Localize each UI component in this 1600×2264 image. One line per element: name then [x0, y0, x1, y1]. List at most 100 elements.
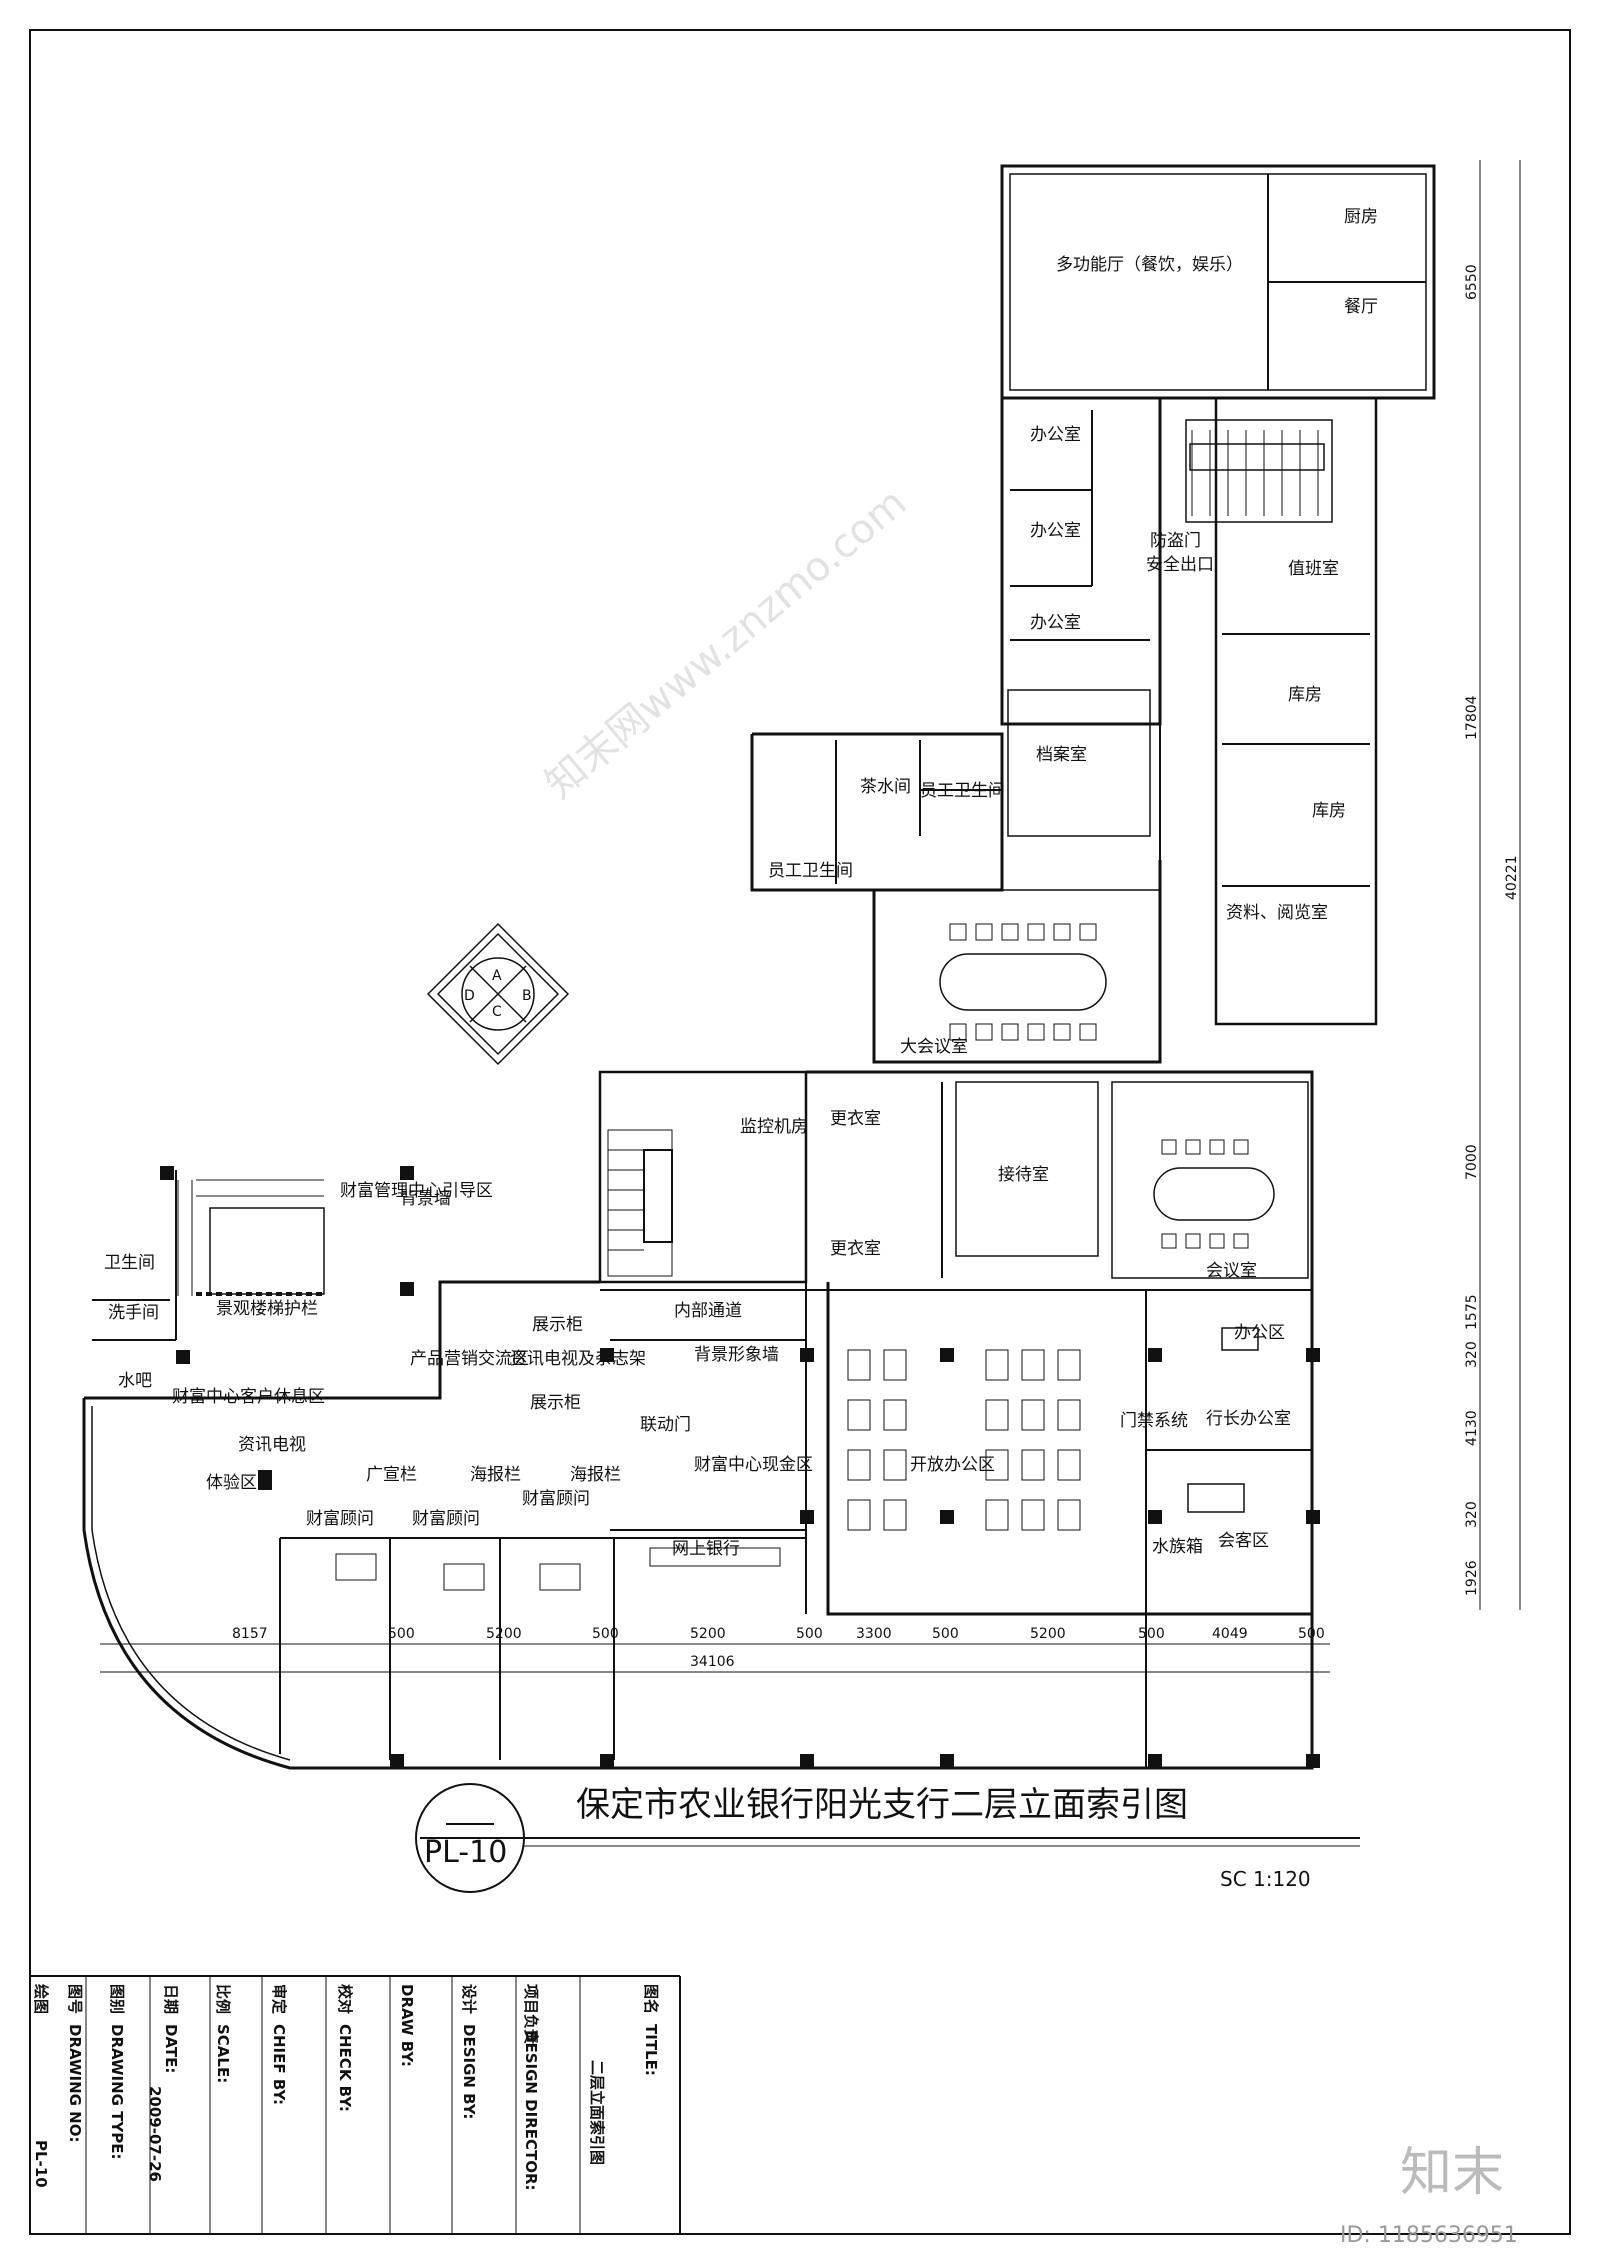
label-cash-area: 财富中心现金区: [694, 1455, 813, 1475]
dim-right-labels: 6550 17804 7000 1575 320 4130 320 1926 4…: [1464, 264, 1520, 1596]
label-meeting: 会议室: [1206, 1261, 1257, 1281]
label-experience-area: 体验区: [206, 1473, 257, 1493]
label-product-area: 产品营销交流区: [410, 1349, 529, 1369]
tb-title-en: TITLE:: [642, 2024, 660, 2076]
dim-b-0: 8157: [232, 1626, 268, 1642]
tb-draw-en: DRAW BY:: [398, 1984, 416, 2067]
structural-columns: [160, 1166, 1320, 1768]
label-washroom: 洗手间: [108, 1303, 159, 1323]
tb-draw-cn: 绘图: [32, 1984, 50, 2014]
compass-symbol: [426, 922, 570, 1066]
label-stair-rail: 景观楼梯护栏: [216, 1299, 318, 1319]
chairs: [949, 923, 1249, 1249]
dim-r-5: 4130: [1464, 1410, 1480, 1446]
dim-b-4: 5200: [690, 1626, 726, 1642]
dim-b-11: 500: [1298, 1626, 1325, 1642]
tb-drawing-no-cn: 图号: [66, 1984, 84, 2014]
sheet-border: [29, 29, 1571, 2235]
tb-design-en: DESIGN BY:: [460, 2024, 478, 2119]
label-storage-1: 库房: [1288, 685, 1322, 705]
compass-label-d: D: [464, 988, 475, 1004]
label-access-control: 门禁系统: [1120, 1411, 1188, 1431]
label-reading-room: 资料、阅览室: [1226, 903, 1328, 923]
interior-partitions: [92, 174, 1426, 1768]
label-wc: 卫生间: [104, 1253, 155, 1273]
dim-bottom-labels: 8157 500 5200 500 5200 500 3300 500 5200…: [232, 1626, 1325, 1670]
watermark-id: ID: 1185636951: [1340, 2223, 1518, 2248]
label-water-bar: 水吧: [118, 1371, 152, 1391]
tb-chief-cn: 审定: [270, 1984, 288, 2014]
label-bg-wall: 背景形象墙: [694, 1345, 779, 1365]
tb-director-cn: 项目负责: [522, 1984, 540, 2044]
label-poster-1: 海报栏: [470, 1465, 521, 1485]
room-labels: 多功能厅（餐饮，娱乐） 厨房 餐厅 办公室 办公室 办公室 防盗门 安全出口 值…: [104, 207, 1378, 1559]
dim-b-1: 500: [388, 1626, 415, 1642]
label-guest-area: 会客区: [1218, 1531, 1269, 1551]
label-big-meeting: 大会议室: [900, 1037, 968, 1057]
label-office-1: 办公室: [1030, 425, 1081, 445]
label-changing-1: 更衣室: [830, 1109, 881, 1129]
title-block-frame: [30, 1975, 681, 2234]
tb-check-cn: 校对: [336, 1984, 354, 2014]
label-dining: 餐厅: [1344, 297, 1378, 317]
label-info-tv-rack: 资讯电视及杂志架: [510, 1349, 646, 1369]
tb-drawing-no-val: PL-10: [32, 2140, 50, 2188]
label-info-tv: 资讯电视: [238, 1435, 306, 1455]
title-block-text: 图号 DRAWING NO: PL-10 图别 DRAWING TYPE: 日期…: [32, 1984, 660, 2191]
dim-r-6: 320: [1464, 1501, 1480, 1528]
compass-label-a: A: [492, 968, 502, 984]
label-safety-exit: 安全出口: [1146, 555, 1214, 575]
stairs: [177, 430, 1319, 1296]
watermark-site: 知末网www.znzmo.com: [537, 480, 915, 808]
tb-design-cn: 设计: [460, 1984, 478, 2014]
tb-drawing-no-en: DRAWING NO:: [66, 2024, 84, 2142]
label-ad-column: 广宣栏: [366, 1465, 417, 1485]
wall-outlines: [82, 164, 1436, 1770]
label-monitor-room: 监控机房: [740, 1117, 808, 1137]
tb-title-cn: 图名: [642, 1984, 660, 2014]
tb-date-val: 2009-07-26: [146, 2086, 164, 2182]
tb-chief-en: CHIEF BY:: [270, 2024, 288, 2105]
dim-b-9: 500: [1138, 1626, 1165, 1642]
label-wealth-consult-3: 财富顾问: [522, 1489, 590, 1509]
label-office-2: 办公室: [1030, 521, 1081, 541]
dim-r-3: 1575: [1464, 1294, 1480, 1330]
tb-date-cn: 日期: [162, 1984, 180, 2014]
label-online-bank: 网上银行: [672, 1539, 740, 1559]
tb-type-en: DRAWING TYPE:: [108, 2024, 126, 2159]
dim-b-total: 34106: [690, 1654, 735, 1670]
label-office-3: 办公室: [1030, 613, 1081, 633]
dim-b-3: 500: [592, 1626, 619, 1642]
drawing-code: PL-10: [424, 1835, 507, 1870]
dim-b-5: 500: [796, 1626, 823, 1642]
tb-director-en: DESIGN DIRECTOR:: [522, 2030, 540, 2191]
label-wealth-guide: 财富管理中心引导区: [340, 1181, 493, 1201]
label-duty-room: 值班室: [1288, 559, 1339, 579]
compass-label-c: C: [492, 1004, 502, 1020]
tb-scale-en: SCALE:: [214, 2024, 232, 2083]
label-wealth-consult-2: 财富顾问: [412, 1509, 480, 1529]
dim-r-1: 17804: [1464, 695, 1480, 740]
label-display-1: 展示柜: [532, 1315, 583, 1335]
tb-scale-cn: 比例: [214, 1984, 232, 2014]
label-wealth-consult-1: 财富顾问: [306, 1509, 374, 1529]
label-staff-wc-2: 员工卫生间: [768, 861, 853, 881]
label-bg-plant: 背景墙: [400, 1189, 451, 1209]
tb-type-cn: 图别: [108, 1984, 126, 2014]
dim-r-2: 7000: [1464, 1144, 1480, 1180]
dim-b-6: 3300: [856, 1626, 892, 1642]
office-desks: [335, 1349, 1081, 1591]
label-president-office: 行长办公室: [1206, 1409, 1291, 1429]
label-tea-room: 茶水间: [860, 777, 911, 797]
tb-check-en: CHECK BY:: [336, 2024, 354, 2112]
label-changing-2: 更衣室: [830, 1239, 881, 1259]
dim-b-2: 5200: [486, 1626, 522, 1642]
label-rest-area: 财富中心客户休息区: [172, 1387, 325, 1407]
watermark-brand: 知末: [1400, 2143, 1504, 2203]
drawing-scale: SC 1:120: [1220, 1867, 1311, 1891]
dim-b-10: 4049: [1212, 1626, 1248, 1642]
dim-b-8: 5200: [1030, 1626, 1066, 1642]
label-staff-wc-1: 员工卫生间: [920, 781, 1005, 801]
meeting-tables: [939, 953, 1275, 1513]
